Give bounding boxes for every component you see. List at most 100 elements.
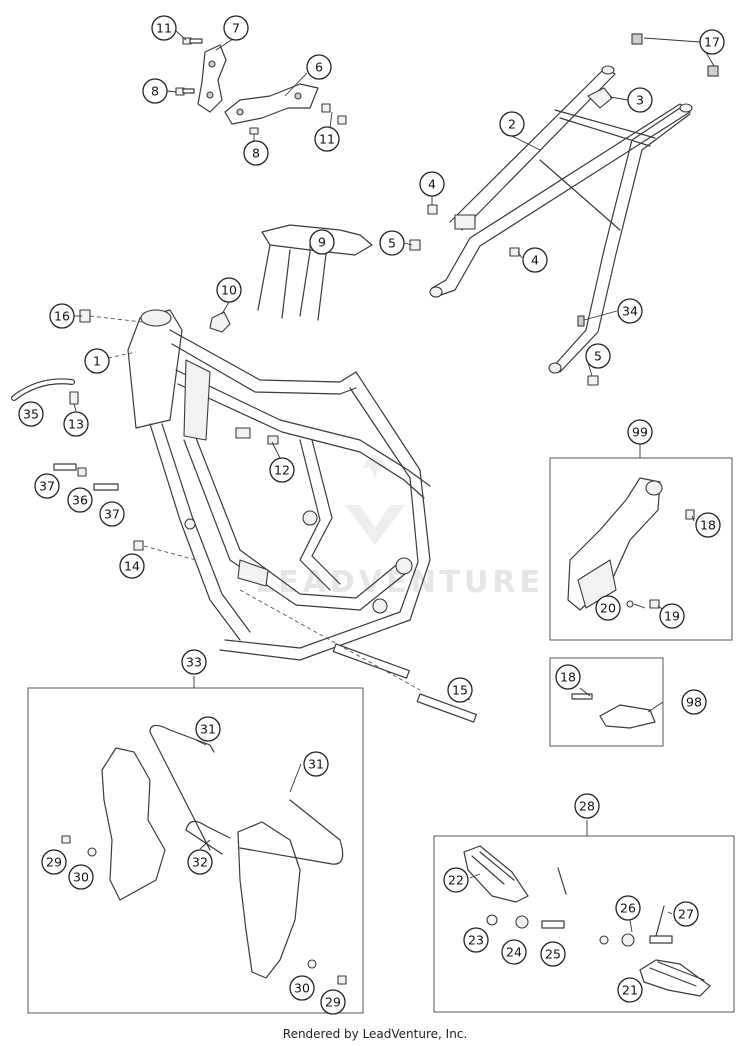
spring-24b	[621, 933, 635, 947]
callout-label: 35	[23, 407, 39, 422]
hose-35	[11, 378, 75, 401]
callout-23: 23	[463, 927, 489, 953]
callout-label: 26	[620, 901, 636, 916]
callout-label: 37	[104, 507, 120, 522]
callout-2: 2	[499, 111, 525, 137]
group-box-99	[549, 457, 733, 641]
callout-label: 98	[686, 695, 702, 710]
callout-label: 20	[600, 601, 616, 616]
callout-36: 36	[67, 487, 93, 513]
callout-label: 7	[232, 21, 240, 36]
callout-11-right: 11	[314, 126, 340, 152]
callout-22: 22	[443, 867, 469, 893]
washer-20	[626, 600, 634, 608]
callout-32: 32	[187, 849, 213, 875]
rear-subframe-2	[429, 65, 693, 374]
callout-label: 5	[594, 349, 602, 364]
callout-21: 21	[617, 977, 643, 1003]
bolt-set-36-37	[53, 463, 119, 491]
callout-label: 99	[632, 425, 648, 440]
callout-label: 24	[506, 945, 522, 960]
fitting-13	[69, 391, 79, 405]
clip-34	[577, 315, 585, 327]
callout-label: 25	[545, 947, 561, 962]
screw-4-left	[427, 204, 438, 215]
callout-label: 2	[508, 117, 516, 132]
callout-98: 98	[681, 689, 707, 715]
rubber-17	[631, 33, 719, 77]
chain-guide-99	[567, 477, 663, 611]
callout-label: 12	[274, 463, 290, 478]
nut-11-right	[321, 103, 347, 125]
callout-35: 35	[18, 401, 44, 427]
callout-label: 23	[468, 933, 484, 948]
callout-label: 19	[664, 609, 680, 624]
callout-label: 17	[704, 35, 720, 50]
callout-16: 16	[49, 303, 75, 329]
bolt-8-bottom	[249, 127, 259, 135]
callout-label: 29	[46, 855, 62, 870]
callout-37-right: 37	[99, 501, 125, 527]
callout-26: 26	[615, 895, 641, 921]
render-credit: Rendered by LeadVenture, Inc.	[282, 1027, 468, 1041]
callout-20: 20	[595, 595, 621, 621]
callout-label: 8	[151, 84, 159, 99]
callout-4-right: 4	[522, 247, 548, 273]
callout-11-top: 11	[151, 15, 177, 41]
cable-tie-31	[149, 724, 344, 865]
subframe-bracket-3	[587, 87, 613, 109]
callout-label: 18	[700, 518, 716, 533]
callout-6: 6	[306, 54, 332, 80]
screw-4-right	[509, 247, 520, 257]
screw-19	[649, 599, 660, 609]
callout-label: 28	[579, 799, 595, 814]
screw-5-right	[587, 375, 599, 386]
callout-label: 10	[221, 283, 237, 298]
engine-bracket-7	[197, 44, 227, 113]
clamp-10	[209, 311, 231, 333]
callout-label: 11	[319, 132, 335, 147]
frame-protector-right	[237, 821, 301, 979]
callout-24: 24	[501, 939, 527, 965]
callout-label: 3	[636, 93, 644, 108]
screw-12	[235, 427, 279, 445]
footrest-22	[463, 845, 529, 903]
guide-98	[571, 693, 656, 729]
callout-5-left: 5	[379, 230, 405, 256]
callout-12: 12	[269, 457, 295, 483]
callout-28: 28	[574, 793, 600, 819]
leader-lines	[73, 29, 715, 933]
callout-31-left: 31	[195, 716, 221, 742]
callout-label: 4	[531, 253, 539, 268]
callout-8-bottom: 8	[243, 140, 269, 166]
callout-31-right: 31	[303, 751, 329, 777]
callout-label: 36	[72, 493, 88, 508]
callout-label: 31	[200, 722, 216, 737]
pin-26-27	[557, 867, 665, 937]
washer-30-right	[307, 959, 317, 969]
callout-15: 15	[447, 677, 473, 703]
callout-34: 34	[617, 298, 643, 324]
callout-label: 18	[560, 670, 576, 685]
callout-10: 10	[216, 277, 242, 303]
cable-tie-32	[185, 820, 231, 855]
callout-label: 37	[39, 479, 55, 494]
frame-protector-left	[101, 747, 166, 901]
callout-label: 30	[73, 870, 89, 885]
callout-label: 30	[294, 981, 310, 996]
callout-label: 15	[452, 683, 468, 698]
bolt-11-top	[182, 37, 203, 45]
callout-label: 21	[622, 983, 638, 998]
callout-label: 33	[186, 655, 202, 670]
screw-29-left	[61, 835, 71, 844]
callout-4-left: 4	[419, 171, 445, 197]
callout-29-left: 29	[41, 849, 67, 875]
callout-29-right: 29	[320, 989, 346, 1015]
callout-label: 16	[54, 309, 70, 324]
pin-25	[541, 920, 565, 929]
callout-19: 19	[659, 603, 685, 629]
callout-label: 27	[678, 907, 694, 922]
screw-29-right	[337, 975, 347, 985]
callout-8-left: 8	[142, 78, 168, 104]
screw-14	[133, 540, 144, 551]
